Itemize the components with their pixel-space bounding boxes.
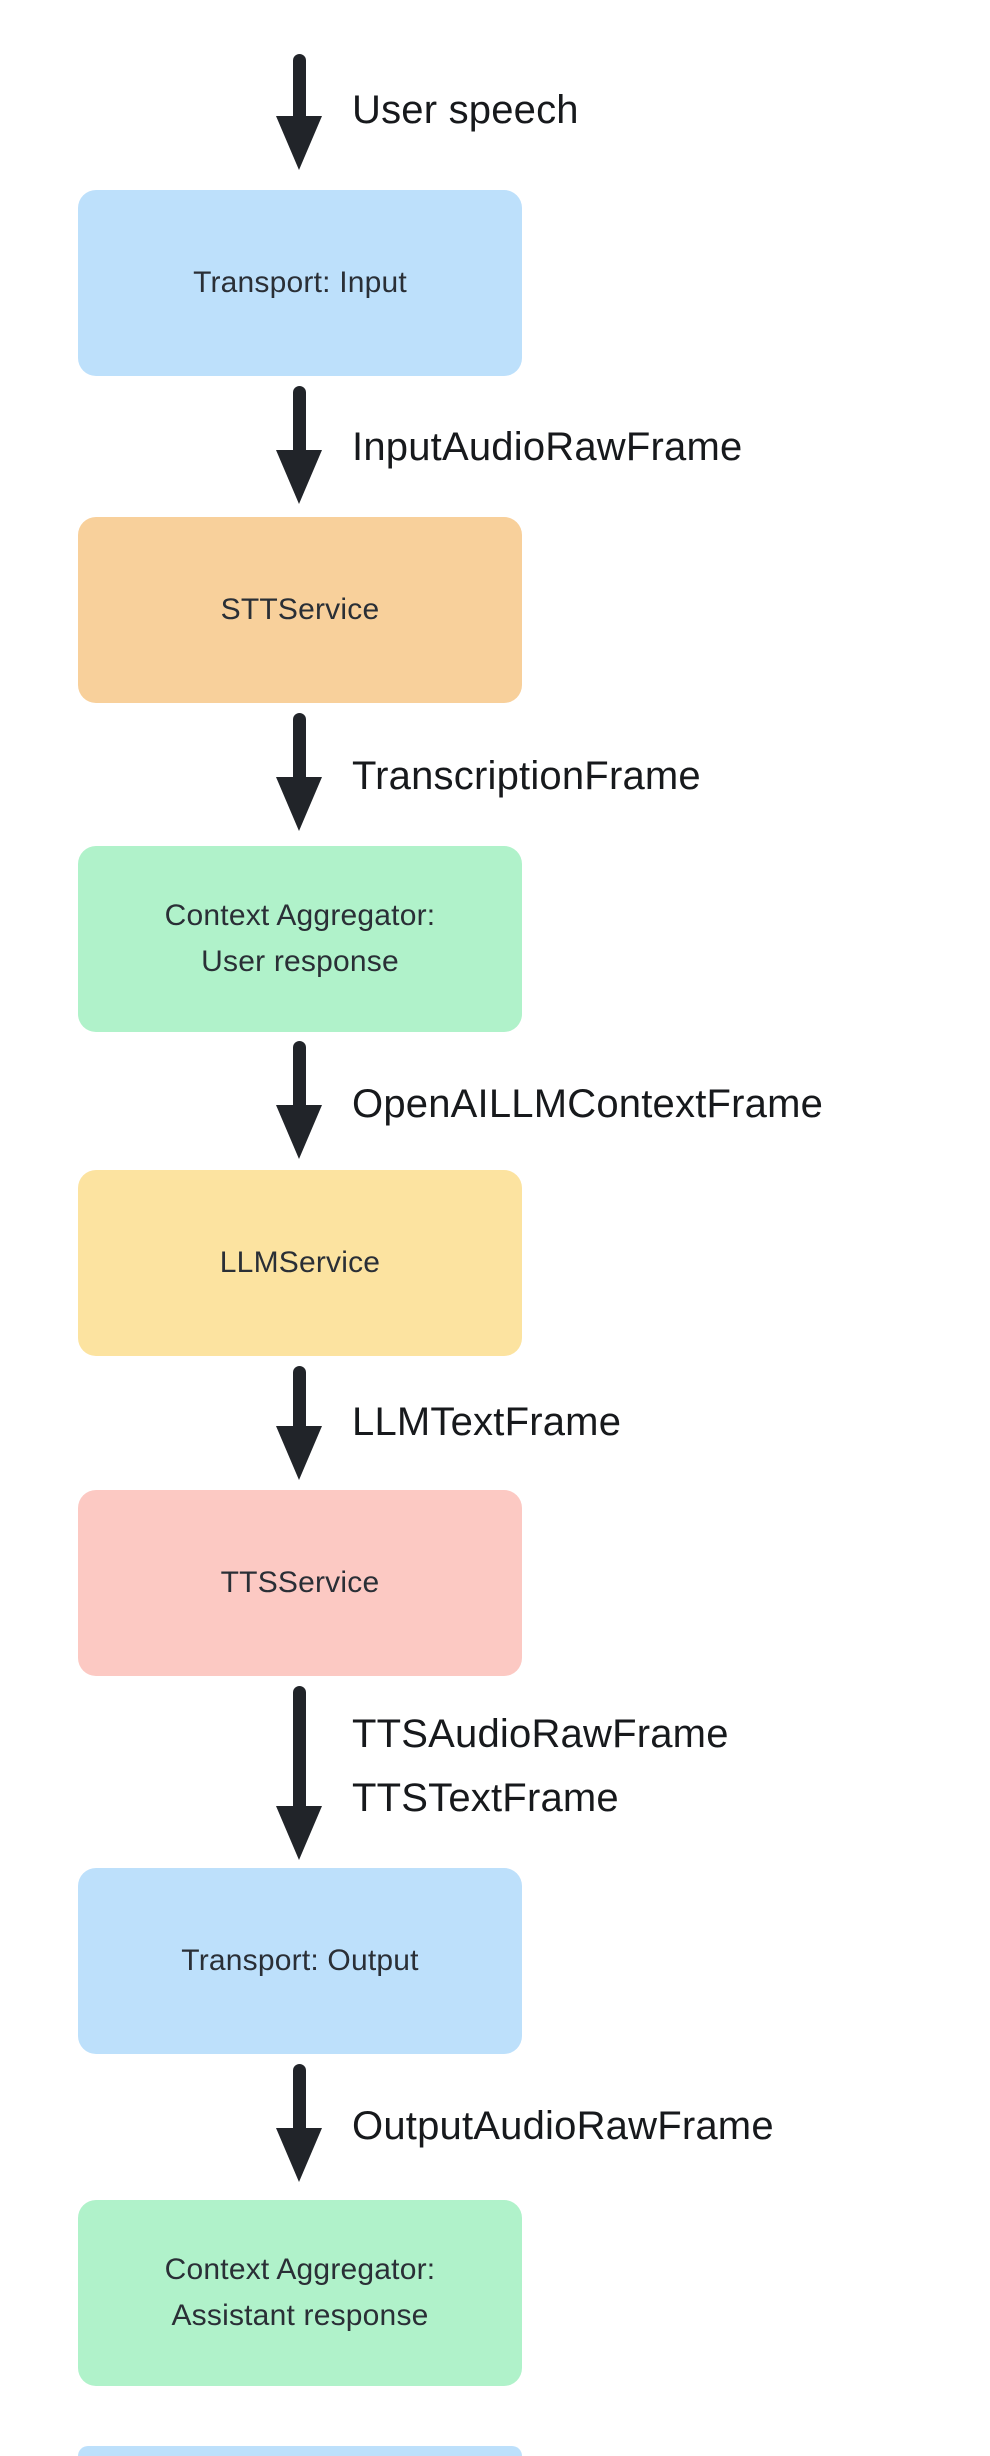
node-label-line2: User response (201, 945, 399, 978)
node-context-aggregator-assistant: Context Aggregator: Assistant response (78, 2200, 522, 2386)
edge-label-tts-frames: TTSAudioRawFrame TTSTextFrame (352, 1702, 729, 1830)
node-label-line2: Assistant response (171, 2299, 429, 2332)
arrow-shaft (292, 2064, 306, 2128)
node-label: Transport: Output (181, 1944, 419, 1977)
node-llm-service: LLMService (78, 1170, 522, 1356)
edge-label-user-speech: User speech (352, 88, 579, 132)
arrow-shaft (292, 1366, 306, 1426)
node-tts-service: TTSService (78, 1490, 522, 1676)
node-transport-input: Transport: Input (78, 190, 522, 376)
edge-label-openai-llm-context-frame: OpenAILLMContextFrame (352, 1082, 824, 1126)
node-label: TTSService (220, 1566, 380, 1599)
node-label: STTService (220, 593, 380, 626)
arrow-head (276, 2128, 322, 2182)
edge-label-line1: TTSAudioRawFrame (352, 1712, 729, 1756)
arrow-down-icon (276, 1686, 322, 1860)
edge-label-transcription-frame: TranscriptionFrame (352, 754, 701, 798)
node-transport-output: Transport: Output (78, 1868, 522, 2054)
node-next-partial (78, 2446, 522, 2456)
node-label-line1: Context Aggregator: (164, 2253, 436, 2286)
edge-label-llm-text-frame: LLMTextFrame (352, 1400, 622, 1444)
arrow-shaft (292, 1686, 306, 1806)
arrow-shaft (292, 54, 306, 116)
edge-label-line2: TTSTextFrame (352, 1776, 619, 1820)
arrow-down-icon (276, 713, 322, 831)
edge-label-input-audio-raw-frame: InputAudioRawFrame (352, 425, 743, 469)
arrow-down-icon (276, 1366, 322, 1480)
arrow-head (276, 1105, 322, 1159)
node-context-aggregator-user: Context Aggregator: User response (78, 846, 522, 1032)
arrow-head (276, 450, 322, 504)
arrow-down-icon (276, 54, 322, 170)
arrow-head (276, 1806, 322, 1860)
arrow-shaft (292, 386, 306, 450)
edge-label-output-audio-raw-frame: OutputAudioRawFrame (352, 2104, 774, 2148)
node-label-line1: Context Aggregator: (164, 899, 436, 932)
node-label: Transport: Input (193, 266, 407, 299)
arrow-down-icon (276, 2064, 322, 2182)
arrow-head (276, 777, 322, 831)
arrow-head (276, 1426, 322, 1480)
arrow-down-icon (276, 386, 322, 504)
arrow-head (276, 116, 322, 170)
node-label: LLMService (219, 1246, 381, 1279)
arrow-shaft (292, 713, 306, 777)
arrow-shaft (292, 1041, 306, 1105)
arrow-down-icon (276, 1041, 322, 1159)
node-stt-service: STTService (78, 517, 522, 703)
